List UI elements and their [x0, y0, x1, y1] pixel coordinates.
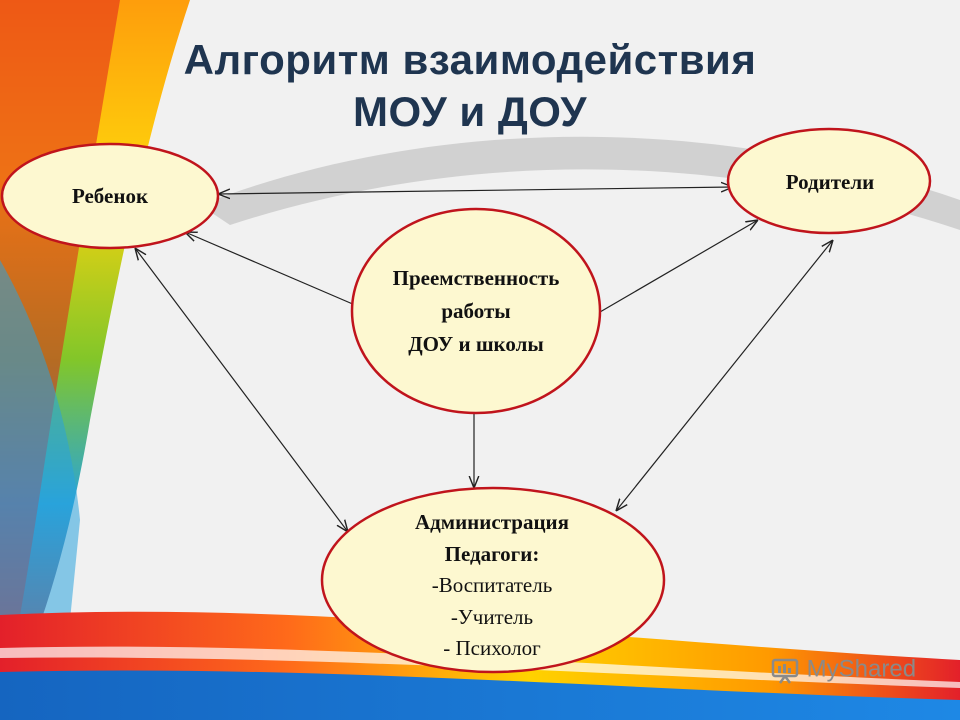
watermark-text: MyShared [806, 655, 917, 683]
node-administration-label: Администрация Педагоги: -Воспитатель -Уч… [362, 507, 622, 665]
edge-parents-administration [616, 240, 833, 511]
administration-line-5: - Психолог [443, 636, 541, 660]
presentation-icon [771, 658, 799, 684]
node-child-text: Ребенок [71, 184, 149, 208]
node-parents-label: Родители [730, 166, 930, 199]
node-continuity [350, 207, 602, 415]
edge-child-parents [218, 187, 733, 194]
continuity-line-1: Преемственность [392, 266, 560, 290]
continuity-line-3: ДОУ и школы [408, 332, 544, 356]
administration-line-3: -Воспитатель [431, 573, 553, 597]
administration-line-4: -Учитель [450, 604, 534, 629]
slide-title-line-2: МОУ и ДОУ [352, 88, 588, 135]
watermark: MyShared [770, 655, 930, 691]
continuity-line-2: работы [441, 299, 511, 323]
node-child-label: Ребенок [10, 180, 210, 213]
node-administration [320, 486, 666, 674]
node-continuity-label: Преемственность работы ДОУ и школы [356, 262, 596, 361]
edges [135, 187, 833, 532]
slide-title-line-1: Алгоритм взаимодействия [183, 36, 757, 83]
edge-child-administration [135, 248, 348, 532]
node-parents [726, 127, 932, 235]
node-parents-text: Родители [785, 170, 875, 194]
administration-line-2: Педагоги: [444, 541, 540, 566]
administration-line-1: Администрация [414, 510, 570, 534]
node-child [0, 142, 220, 250]
